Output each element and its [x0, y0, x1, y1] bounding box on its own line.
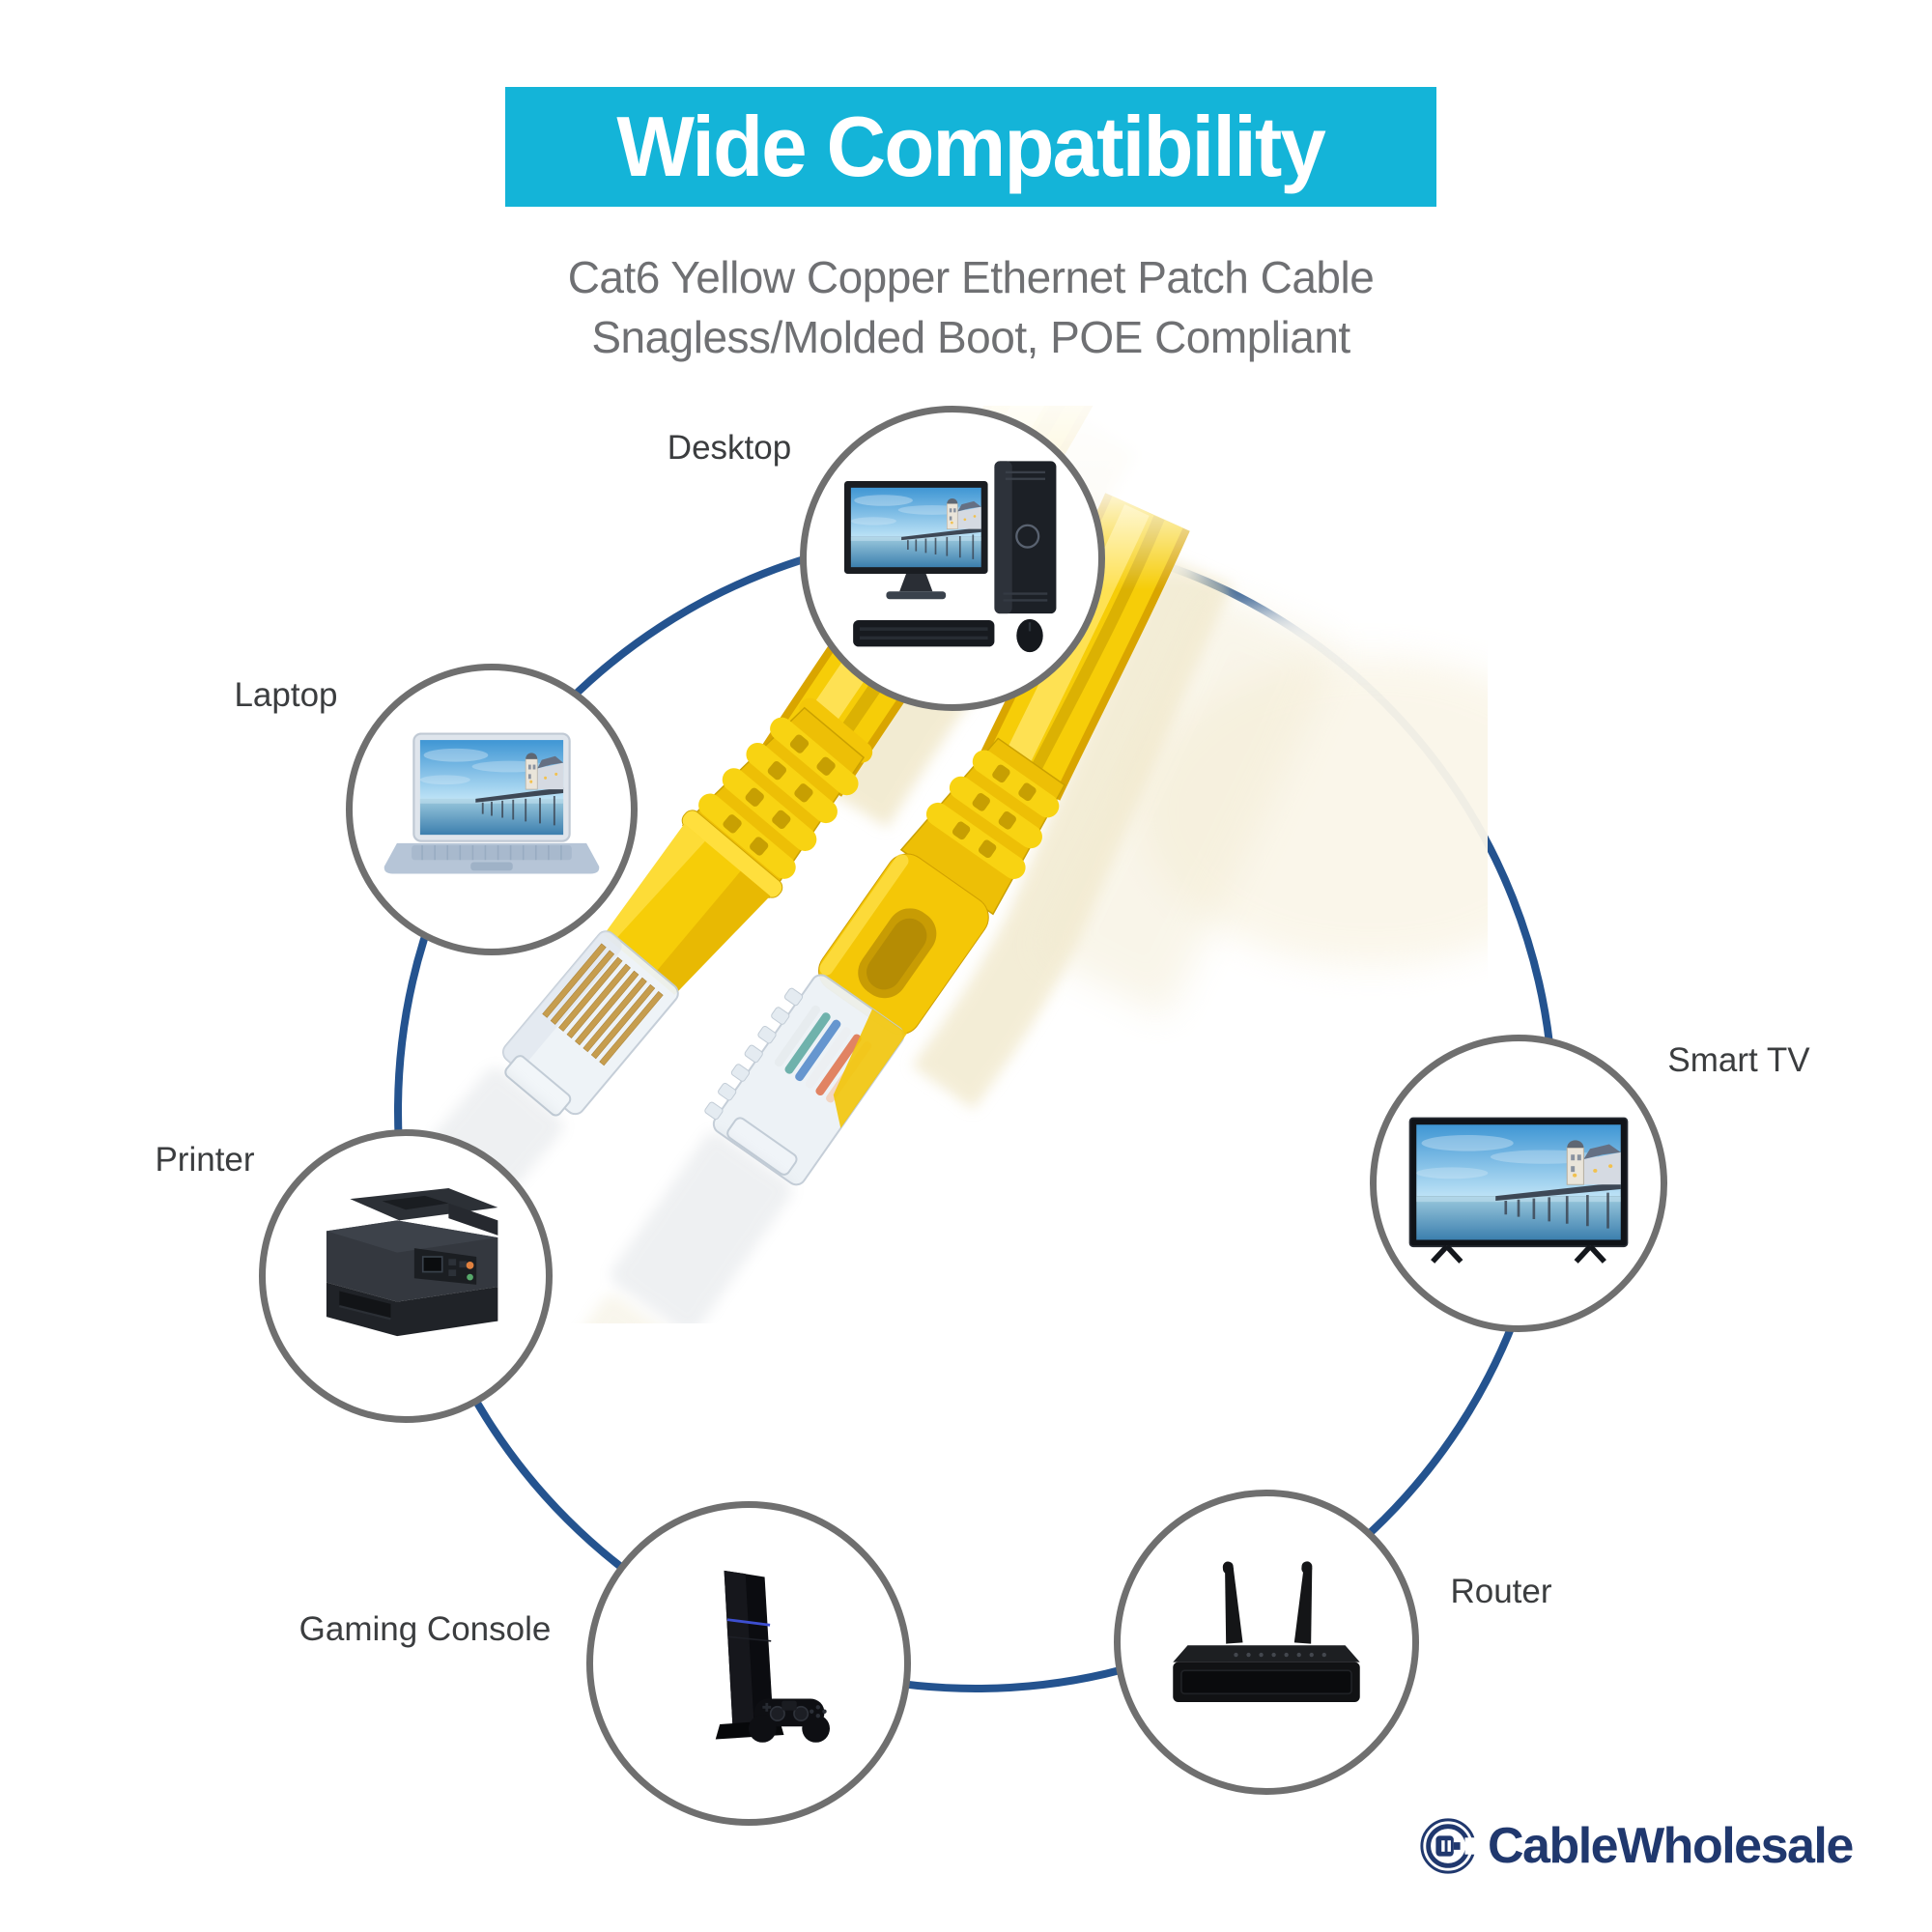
device-label-printer: Printer — [155, 1141, 255, 1179]
router-icon — [1173, 1561, 1360, 1702]
product-subtitle: Cat6 Yellow Copper Ethernet Patch Cable … — [488, 247, 1454, 367]
subtitle-line-2: Snagless/Molded Boot, POE Compliant — [591, 312, 1350, 362]
router-leds — [1234, 1652, 1326, 1658]
desktop-icon — [844, 461, 1057, 653]
device-label-smart-tv: Smart TV — [1667, 1041, 1810, 1079]
boot-notches — [723, 734, 836, 856]
brand-logo: CableWholesale — [1418, 1816, 1854, 1876]
right-rj45-connector — [704, 737, 1065, 1186]
device-node-laptop — [346, 664, 638, 955]
brand-logo-text: CableWholesale — [1488, 1818, 1854, 1874]
device-node-smart-tv — [1370, 1035, 1667, 1332]
device-node-router — [1114, 1490, 1419, 1795]
device-node-printer — [259, 1129, 553, 1423]
banner: Wide Compatibility — [505, 87, 1436, 207]
laptop-icon — [384, 732, 600, 874]
device-node-desktop — [800, 406, 1105, 711]
device-label-gaming-console: Gaming Console — [298, 1610, 552, 1648]
smart-tv-icon — [1408, 1117, 1629, 1264]
device-label-router: Router — [1450, 1573, 1552, 1610]
cablewholesale-mark-icon — [1420, 1818, 1478, 1874]
gaming-console-icon — [715, 1570, 830, 1743]
printer-icon — [326, 1188, 498, 1337]
gold-pins — [542, 943, 664, 1066]
left-rj45-connector — [502, 697, 873, 1117]
device-node-gaming-console — [586, 1501, 911, 1826]
device-label-laptop: Laptop — [234, 676, 338, 714]
page-title: Wide Compatibility — [616, 99, 1327, 194]
boot-notches — [952, 764, 1037, 859]
contact-teeth — [704, 987, 804, 1121]
subtitle-line-1: Cat6 Yellow Copper Ethernet Patch Cable — [567, 252, 1375, 302]
device-label-desktop: Desktop — [667, 429, 792, 467]
